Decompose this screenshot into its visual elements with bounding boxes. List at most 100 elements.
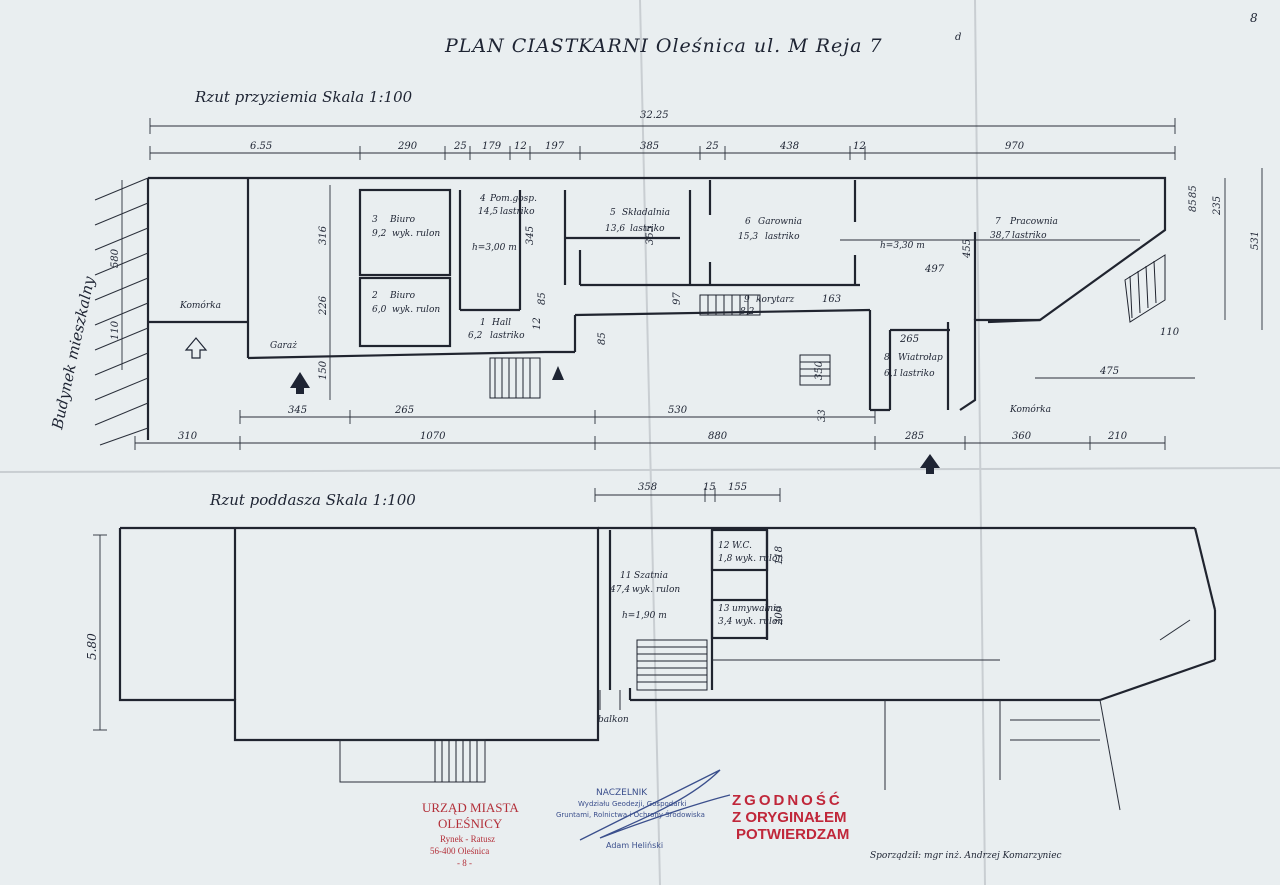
svg-text:47,4: 47,4 — [609, 585, 630, 595]
svg-text:umywalnia: umywalnia — [732, 604, 781, 614]
svg-text:5: 5 — [610, 208, 616, 218]
room-7: 7 Pracownia 38,7 lastriko — [990, 217, 1058, 241]
svg-text:355: 355 — [645, 226, 656, 245]
svg-text:310: 310 — [178, 431, 198, 442]
dim-top-4: 179 — [482, 141, 502, 152]
svg-text:455: 455 — [962, 239, 973, 259]
svg-text:POTWIERDZAM: POTWIERDZAM — [736, 826, 849, 843]
svg-text:15: 15 — [703, 482, 716, 493]
svg-text:lastriko: lastriko — [765, 232, 800, 242]
svg-text:265: 265 — [899, 334, 919, 345]
room-4: 4 Pom.gosp. 14,5 lastriko h=3,00 m — [472, 194, 537, 253]
attic-staircase — [636, 639, 708, 691]
svg-text:13,6: 13,6 — [605, 224, 625, 234]
svg-text:lastriko: lastriko — [630, 224, 665, 234]
room-11: 11 Szatnia 47,4 wyk. rulon h=1,90 m — [609, 571, 680, 621]
svg-text:4: 4 — [479, 194, 486, 204]
svg-text:12: 12 — [532, 317, 543, 330]
entrance-arrow-icon — [290, 372, 310, 394]
svg-text:lastriko: lastriko — [900, 369, 935, 379]
svg-text:163: 163 — [822, 294, 841, 305]
author-signature: Sporządził: mgr inż. Andrzej Komarzyniec — [870, 851, 1062, 861]
neighbor-building-label: Budynek mieszkalny — [48, 274, 98, 431]
svg-text:- 8 -: - 8 - — [457, 858, 472, 868]
svg-text:226: 226 — [318, 295, 329, 316]
dim-top-9: 438 — [779, 141, 799, 152]
svg-text:Adam Heliński: Adam Heliński — [606, 841, 663, 850]
paper-fold-vertical-right — [974, 0, 986, 885]
paper-fold-vertical — [639, 0, 661, 885]
ground-floor-walls — [148, 176, 1167, 412]
room-3: 3 Biuro 9,2 wyk. rulon — [372, 215, 440, 239]
svg-text:Hall: Hall — [491, 318, 511, 328]
attic-left-dim: 5.80 118 200 — [85, 534, 785, 731]
svg-text:Szatnia: Szatnia — [634, 571, 668, 581]
left-vertical-dims: 580 110 316 226 150 — [110, 180, 331, 400]
svg-text:9,2: 9,2 — [372, 229, 387, 239]
svg-text:1,8: 1,8 — [718, 554, 733, 564]
svg-text:7: 7 — [995, 217, 1001, 227]
svg-text:Z ORYGINAŁEM: Z ORYGINAŁEM — [732, 809, 846, 826]
room-1: 1 Hall 6,2 lastriko — [468, 318, 525, 341]
svg-text:118: 118 — [774, 546, 785, 565]
dim-top-11: 970 — [1005, 141, 1025, 152]
svg-text:530: 530 — [668, 405, 688, 416]
entrance-arrow-icon — [552, 366, 564, 380]
svg-text:1070: 1070 — [420, 431, 446, 442]
balkon-label: balkon — [598, 715, 629, 725]
svg-text:85: 85 — [537, 292, 548, 305]
svg-text:285: 285 — [904, 431, 924, 442]
dim-top-7: 385 — [640, 141, 659, 152]
svg-text:316: 316 — [318, 225, 329, 245]
svg-text:5.80: 5.80 — [85, 633, 99, 660]
svg-text:wyk. rulon: wyk. rulon — [735, 554, 783, 564]
svg-text:85: 85 — [597, 332, 608, 345]
svg-text:6,2: 6,2 — [468, 331, 483, 341]
city-office-stamp: URZĄD MIASTA OLEŚNICY Rynek - Ratusz 56-… — [422, 800, 519, 868]
svg-text:Wiatrołap: Wiatrołap — [898, 353, 943, 363]
svg-text:56-400 Oleśnica: 56-400 Oleśnica — [430, 846, 489, 856]
svg-text:6: 6 — [745, 217, 751, 227]
svg-text:W.C.: W.C. — [732, 541, 752, 551]
svg-text:8,2: 8,2 — [740, 307, 755, 317]
paper-fold-horizontal — [0, 467, 1280, 473]
signature-scribble — [579, 769, 731, 841]
room-8: 8 Wiatrołap 6,1 lastriko — [884, 353, 943, 379]
svg-text:Biuro: Biuro — [389, 291, 416, 301]
svg-text:14,5: 14,5 — [478, 207, 498, 217]
svg-text:85: 85 — [1188, 199, 1199, 212]
svg-text:2: 2 — [371, 291, 378, 301]
chief-stamp: NACZELNIK Wydziału Geodezji, Gospodarki … — [556, 788, 705, 850]
svg-text:wyk. rulon: wyk. rulon — [392, 229, 440, 239]
plan-title: PLAN CIASTKARNI Oleśnica ul. M Reja 7 — [444, 35, 883, 57]
svg-text:9: 9 — [744, 295, 750, 305]
svg-text:NACZELNIK: NACZELNIK — [596, 788, 648, 798]
svg-text:150: 150 — [318, 360, 329, 380]
svg-text:85: 85 — [1188, 185, 1199, 198]
certify-stamp: ZGODNOŚĆ Z ORYGINAŁEM POTWIERDZAM — [732, 791, 849, 843]
attic-walls — [118, 526, 1217, 811]
svg-text:korytarz: korytarz — [756, 295, 795, 305]
svg-text:Rynek - Ratusz: Rynek - Ratusz — [440, 834, 495, 844]
svg-text:6,1: 6,1 — [884, 369, 898, 379]
attic-top-dims: 358 15 155 — [594, 482, 781, 502]
svg-text:OLEŚNICY: OLEŚNICY — [438, 816, 503, 831]
ground-floor-heading: Rzut przyziemia Skala 1:100 — [194, 88, 413, 106]
dim-top-5: 12 — [514, 141, 527, 152]
plan-title-suffix: d — [955, 32, 961, 43]
svg-text:13: 13 — [718, 604, 730, 614]
svg-text:360: 360 — [1012, 431, 1032, 442]
svg-text:lastriko: lastriko — [1012, 231, 1047, 241]
komorka-right-label: Komórka — [1009, 404, 1051, 415]
svg-text:580: 580 — [110, 248, 121, 268]
svg-text:210: 210 — [1107, 431, 1128, 442]
svg-text:235: 235 — [1212, 196, 1223, 216]
svg-text:497: 497 — [924, 264, 945, 275]
ground-staircase-corridor — [699, 294, 831, 386]
top-dimension-chain: 32.25 6.55 290 25 179 12 197 385 25 438 … — [149, 110, 1176, 160]
room-12: 12 W.C. 1,8 wyk. rulon — [718, 541, 783, 564]
svg-text:97: 97 — [672, 292, 683, 305]
svg-text:URZĄD MIASTA: URZĄD MIASTA — [422, 800, 519, 815]
room-13: 13 umywalnia 3,4 wyk. rulon — [718, 604, 783, 627]
svg-text:Biuro: Biuro — [389, 215, 416, 225]
